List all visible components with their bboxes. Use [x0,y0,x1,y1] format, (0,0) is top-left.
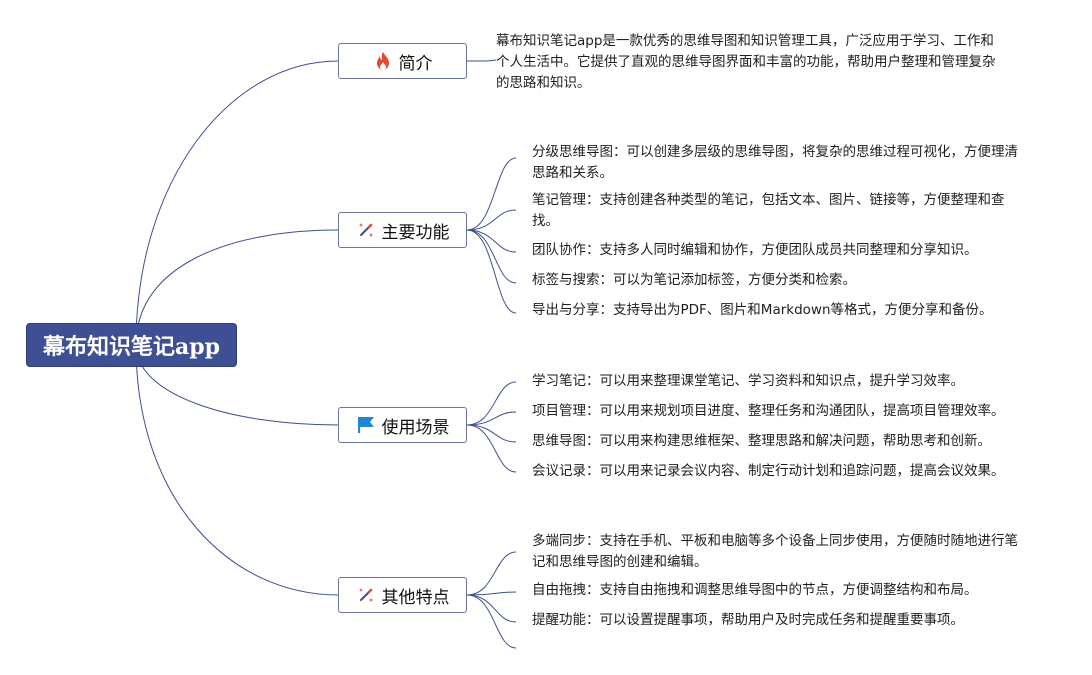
feature-item-export-share[interactable]: 导出与分享：支持导出为PDF、图片和Markdown等格式，方便分享和备份。 [532,302,993,318]
connector-scenario-4 [466,424,517,473]
connector-feature-3 [466,229,517,253]
connector-intro-text [467,59,497,62]
connector-feature-4 [466,229,517,284]
connector-scenario-3 [466,424,517,443]
connector-other-1 [466,551,517,596]
intro-text[interactable]: 幕布知识笔记app是一款优秀的思维导图和知识管理工具，广泛应用于学习、工作和个人… [496,33,996,91]
branch-scenarios-label: 使用场景 [381,417,450,438]
branch-features-label: 主要功能 [381,222,450,243]
root-title: 幕布知识笔记app [42,334,221,360]
feature-item-hierarchical-mindmap[interactable]: 分级思维导图：可以创建多层级的思维导图，将复杂的思维过程可视化，方便理清思路和关… [532,144,1018,181]
scenario-item-study-notes[interactable]: 学习笔记：可以用来整理课堂笔记、学习资料和知识点，提升学习效率。 [532,373,964,389]
feature-item-tags-search[interactable]: 标签与搜索：可以为笔记添加标签，方便分类和检索。 [532,272,856,288]
connector-feature-1 [466,157,517,231]
other-item-reminders[interactable]: 提醒功能：可以设置提醒事项，帮助用户及时完成任务和提醒重要事项。 [532,612,964,628]
other-item-multi-device-sync[interactable]: 多端同步：支持在手机、平板和电脑等多个设备上同步使用，方便随时随地进行笔记和思维… [532,533,1018,570]
connector-root-others [135,344,339,596]
connector-root-intro [135,60,339,346]
root-node[interactable]: 幕布知识笔记app [26,323,237,367]
connector-other-4 [466,594,517,649]
fire-icon [373,51,393,71]
feature-item-team-collaboration[interactable]: 团队协作：支持多人同时编辑和协作，方便团队成员共同整理和分享知识。 [532,242,978,258]
feature-item-note-management[interactable]: 笔记管理：支持创建各种类型的笔记，包括文本、图片、链接等，方便整理和查找。 [532,192,1005,229]
connector-scenario-2 [466,411,517,426]
branch-features[interactable]: 主要功能 [338,212,467,248]
connector-other-3 [466,594,517,623]
connector-other-2 [466,591,517,596]
other-item-free-drag[interactable]: 自由拖拽：支持自由拖拽和调整思维导图中的节点，方便调整结构和布局。 [532,582,978,598]
connector-root-features [135,229,339,346]
branch-intro-label: 简介 [398,53,433,74]
magic-wand-icon [356,220,376,240]
connector-scenario-1 [466,381,517,426]
scenario-item-mind-mapping[interactable]: 思维导图：可以用来构建思维框架、整理思路和解决问题，帮助思考和创新。 [532,433,991,449]
connector-feature-2 [466,209,517,231]
flag-icon [356,415,376,435]
magic-wand-icon [356,585,376,605]
branch-scenarios[interactable]: 使用场景 [338,407,467,443]
connector-feature-5 [466,229,517,314]
branch-others[interactable]: 其他特点 [338,577,467,613]
branch-intro[interactable]: 简介 [338,43,467,79]
scenario-item-project-management[interactable]: 项目管理：可以用来规划项目进度、整理任务和沟通团队，提高项目管理效率。 [532,403,1005,419]
scenario-item-meeting-notes[interactable]: 会议记录：可以用来记录会议内容、制定行动计划和追踪问题，提高会议效果。 [532,463,1005,479]
branch-others-label: 其他特点 [381,587,450,608]
